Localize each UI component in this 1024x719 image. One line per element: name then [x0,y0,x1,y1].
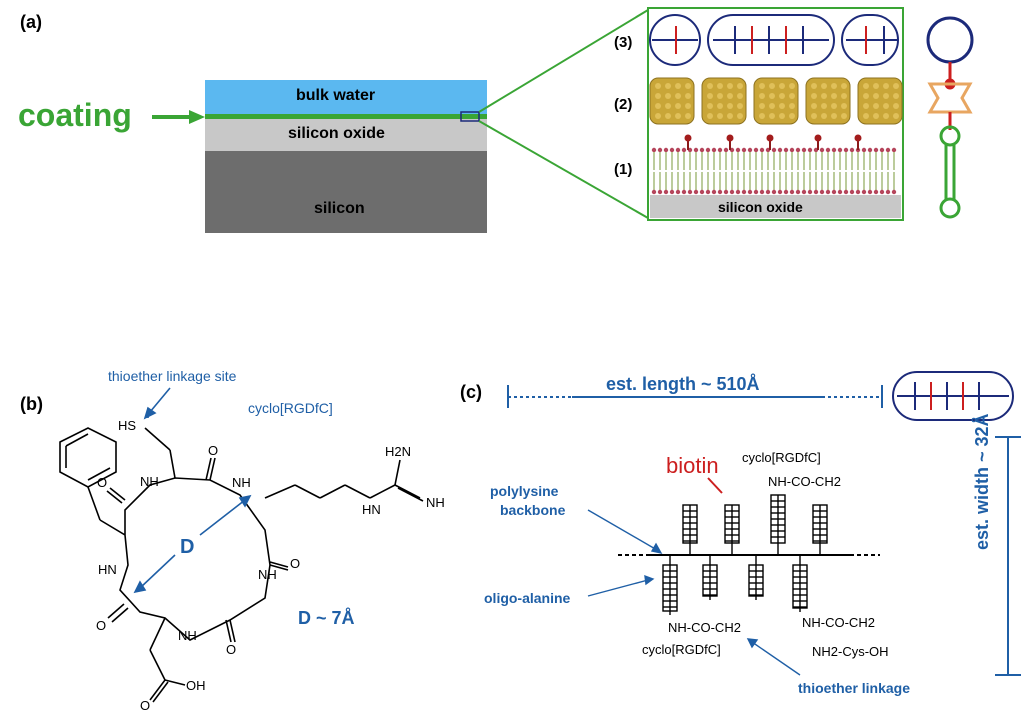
molecule-name-label: cyclo[RGDfC] [248,400,333,416]
nh-lower-right-label: NH [258,567,277,582]
oligo-alanine-label: oligo-alanine [484,590,571,606]
thioether-linkage-label: thioether linkage [798,680,911,696]
o-right-label: O [290,556,301,571]
silicon-oxide-layer [205,119,487,151]
cyclo-rgdfc-structure [59,387,424,703]
cyclo-top-label: cyclo[RGDfC] [742,450,821,465]
bulk-water-label: bulk water [296,87,376,104]
nh-co-ch2-bottom-right-label: NH-CO-CH2 [802,615,875,630]
bulk-water-layer [205,80,487,115]
nh2-cys-oh-label: NH2-Cys-OH [812,644,889,659]
inset-silicon-oxide [650,195,901,218]
panel-b-label: (b) [20,394,43,414]
nh-top-label: NH [140,474,159,489]
nh-left-label: HN [98,562,117,577]
o-top-label: O [208,443,219,458]
backbone-label: backbone [500,502,566,518]
h2n-label: H2N [385,444,412,459]
layer-3-label: (3) [614,34,633,51]
d-value-label: D ~ 7Å [298,608,355,628]
silicon-layer [205,151,487,233]
oh-label: OH [186,678,206,693]
width-label: est. width ~ 32Å [972,413,992,550]
sh-label: HS [118,418,137,433]
zoom-box [460,111,480,122]
panel-c: (c) [460,350,1024,719]
coating-label: coating [18,97,132,133]
silicon-label: silicon [314,200,365,217]
layer-1-label: (1) [614,161,633,178]
panel-c-graphic [507,371,1021,676]
o-acid-label: O [140,698,151,713]
silicon-oxide-label: silicon oxide [288,125,385,142]
assembly-schematic [926,16,974,219]
nh-guanidine-label: NH [426,495,445,510]
d-label: D [180,536,195,558]
nh-right-label: NH [232,475,251,490]
panel-a: (a) [0,0,1024,235]
cyclo-bottom-label: cyclo[RGDfC] [642,642,721,657]
panel-b: (b) [0,350,460,719]
layer-2-label: (2) [614,96,633,113]
inset-silicon-oxide-label: silicon oxide [718,199,803,215]
panel-a-graphic [152,7,974,233]
nh-bottom-label: NH [178,628,197,643]
nh-co-ch2-top-label: NH-CO-CH2 [768,474,841,489]
panel-c-label: (c) [460,382,482,402]
lipid-bilayer [651,134,897,195]
nh-co-ch2-bottom-left-label: NH-CO-CH2 [668,620,741,635]
panel-a-label: (a) [20,12,42,32]
polylysine-label: polylysine [490,483,559,499]
o-lower-left-label: O [96,618,107,633]
o-bottom-label: O [226,642,237,657]
length-label: est. length ~ 510Å [606,374,760,394]
polymer-layer [649,14,899,66]
streptavidin-layer [649,77,903,125]
o-left-label: O [97,475,108,490]
biotin-label: biotin [666,453,719,478]
thioether-site-label: thioether linkage site [108,368,237,384]
nh-arg-label: HN [362,502,381,517]
coating-layer [205,114,487,119]
